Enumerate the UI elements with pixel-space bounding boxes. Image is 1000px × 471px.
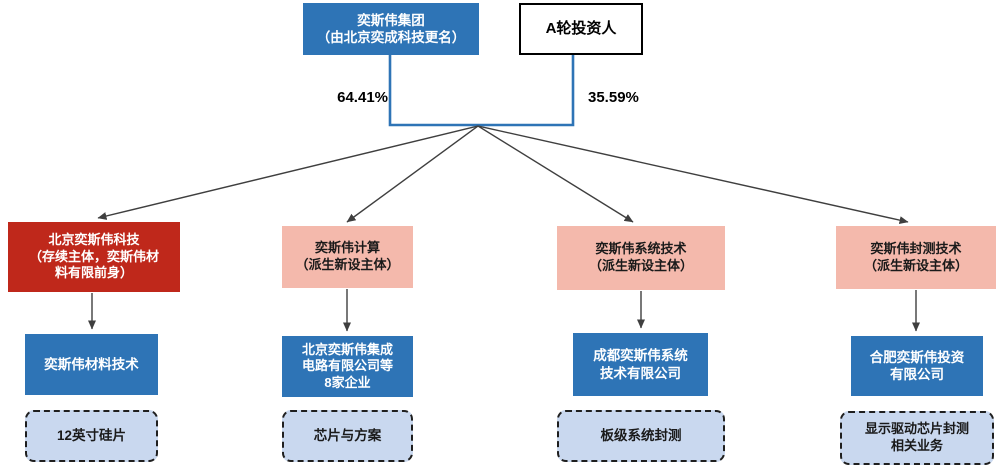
- investor-label: A轮投资人: [545, 20, 617, 38]
- fanout-arrow-1: [97, 125, 479, 220]
- business-line: 板级系统封测: [600, 428, 682, 444]
- entity-line: 料有限前身）: [54, 265, 133, 281]
- company-line: 有限公司: [890, 367, 944, 382]
- entity-box-beijing-eswin: 北京奕斯伟科技 （存续主体，奕斯伟材 料有限前身）: [8, 222, 180, 292]
- ownership-pct-left: 64.41%: [337, 89, 388, 106]
- entity-box-eswin-packaging-tech: 奕斯伟封测技术 （派生新设主体）: [836, 226, 996, 289]
- company-line: 奕斯伟材料技术: [44, 356, 139, 372]
- entity-line: 奕斯伟计算: [314, 240, 380, 256]
- company-box-material-tech: 奕斯伟材料技术: [25, 334, 158, 395]
- company-line: 8家企业: [324, 374, 371, 390]
- ownership-bracket-line: [388, 54, 575, 127]
- business-line: 芯片与方案: [313, 428, 382, 444]
- group-parent-box: 奕斯伟集团 （由北京奕成科技更名）: [303, 3, 479, 55]
- company-line: 电路有限公司等: [301, 358, 393, 374]
- company-line: 技术有限公司: [600, 365, 681, 381]
- company-box-hefei-investment: 合肥奕斯伟投资 有限公司: [851, 336, 983, 396]
- entity-line: 北京奕斯伟科技: [48, 232, 140, 248]
- business-line: 12英寸硅片: [56, 428, 127, 444]
- company-line: 北京奕斯伟集成: [301, 341, 393, 357]
- entity-line: 奕斯伟封测技术: [870, 240, 962, 256]
- entity-line: 奕斯伟系统技术: [595, 241, 687, 257]
- group-former-name: （由北京奕成科技更名）: [316, 30, 466, 45]
- fanout-arrow-2: [346, 125, 479, 223]
- ownership-pct-right: 35.59%: [588, 89, 639, 106]
- group-name: 奕斯伟集团: [357, 12, 425, 28]
- business-line: 显示驱动芯片封测: [864, 421, 969, 437]
- fanout-arrow-3: [477, 125, 634, 223]
- business-box-board-level-packaging: 板级系统封测: [557, 410, 725, 462]
- company-box-chengdu-system: 成都奕斯伟系统 技术有限公司: [573, 333, 708, 396]
- company-line: 合肥奕斯伟投资: [869, 349, 965, 365]
- entity-box-eswin-computing: 奕斯伟计算 （派生新设主体）: [282, 226, 413, 288]
- entity-line: （派生新设主体）: [588, 258, 693, 273]
- entity-line: （存续主体，奕斯伟材: [28, 248, 159, 264]
- entity-line: （派生新设主体）: [295, 257, 400, 272]
- company-box-beijing-ic: 北京奕斯伟集成 电路有限公司等 8家企业: [282, 336, 413, 397]
- entity-line: （派生新设主体）: [863, 257, 968, 273]
- business-box-chip-solutions: 芯片与方案: [282, 410, 413, 462]
- business-box-silicon-wafer: 12英寸硅片: [25, 410, 158, 462]
- entity-box-eswin-system-tech: 奕斯伟系统技术 （派生新设主体）: [557, 226, 725, 290]
- business-box-display-driver-packaging: 显示驱动芯片封测 相关业务: [840, 411, 994, 465]
- company-line: 成都奕斯伟系统: [593, 348, 688, 364]
- business-line: 相关业务: [890, 438, 943, 453]
- fanout-arrow-4: [477, 125, 909, 225]
- series-a-investor-box: A轮投资人: [519, 3, 643, 55]
